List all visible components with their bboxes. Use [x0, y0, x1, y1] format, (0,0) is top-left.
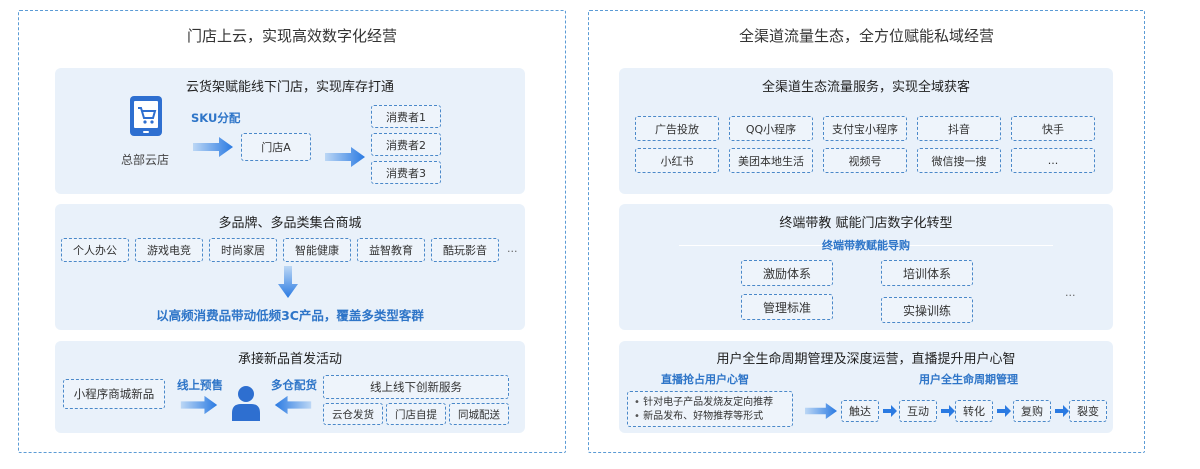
user-icon [232, 386, 260, 421]
arrow-right-icon [1055, 405, 1069, 417]
multi-brand-card: 多品牌、多品类集合商城 个人办公 游戏电竞 时尚家居 智能健康 益智教育 酷玩影… [55, 204, 525, 330]
terminal-training-subtitle: 终端带教赋能导购 [822, 239, 910, 252]
cloud-shelf-card: 云货架赋能线下门店，实现库存打通 总部云店 SKU分配 门店A 消费者1 消费者… [55, 68, 525, 194]
mini-program-box: 小程序商城新品 [63, 379, 165, 409]
warehouse-label: 多仓配货 [271, 378, 317, 392]
stage-box: 触达 [841, 400, 879, 422]
lifecycle-title: 用户全生命周期管理及深度运营，直播提升用户心智 [716, 352, 1016, 367]
bullet-item: 新品发布、好物推荐等形式 [634, 410, 786, 424]
category-box: 游戏电竞 [135, 238, 203, 262]
training-item-box: 管理标准 [741, 294, 833, 320]
left-panel-title: 门店上云，实现高效数字化经营 [186, 27, 397, 45]
right-panel-title: 全渠道流量生态，全方位赋能私域经营 [738, 27, 994, 45]
sku-allocation-label: SKU分配 [191, 111, 241, 125]
training-item-box: 培训体系 [881, 260, 973, 286]
live-streaming-label: 直播抢占用户心智 [661, 373, 749, 386]
stage-box: 复购 [1013, 400, 1051, 422]
channel-box: 视频号 [823, 148, 907, 173]
lifecycle-card: 用户全生命周期管理及深度运营，直播提升用户心智 直播抢占用户心智 用户全生命周期… [619, 341, 1113, 433]
category-box: 时尚家居 [209, 238, 277, 262]
channel-box: 快手 [1011, 116, 1095, 141]
phone-cart-icon [130, 96, 162, 136]
channel-box: 支付宝小程序 [823, 116, 907, 141]
terminal-training-title: 终端带教 赋能门店数字化转型 [779, 216, 953, 231]
stage-box: 互动 [899, 400, 937, 422]
terminal-training-card: 终端带教 赋能门店数字化转型 终端带教赋能导购 激励体系 培训体系 管理标准 实… [619, 204, 1113, 330]
training-ellipsis: ... [1065, 286, 1076, 299]
service-box: 云仓发货 [323, 403, 383, 425]
stage-box: 转化 [955, 400, 993, 422]
training-item-box: 实操训练 [881, 297, 973, 323]
category-box: 智能健康 [283, 238, 351, 262]
bullet-item: 针对电子产品发烧友定向推荐 [634, 396, 786, 410]
channel-box: 美团本地生活 [729, 148, 813, 173]
category-ellipsis: ... [507, 242, 518, 255]
arrow-right-icon [941, 405, 955, 417]
right-panel: 全渠道流量生态，全方位赋能私域经营 全渠道生态流量服务，实现全域获客 广告投放 … [588, 10, 1145, 453]
live-bullets-box: 针对电子产品发烧友定向推荐 新品发布、好物推荐等形式 [627, 391, 793, 427]
channel-box: 抖音 [917, 116, 1001, 141]
arrow-left-icon [274, 395, 312, 415]
cloud-shelf-title: 云货架赋能线下门店，实现库存打通 [185, 80, 394, 95]
channel-box: 小红书 [635, 148, 719, 173]
consumer-3-box: 消费者3 [371, 161, 441, 184]
arrow-down-icon [278, 266, 298, 298]
arrow-right-icon [805, 403, 837, 419]
multi-brand-title: 多品牌、多品类集合商城 [218, 216, 362, 231]
stage-box: 裂变 [1069, 400, 1107, 422]
consumer-2-box: 消费者2 [371, 133, 441, 156]
arrow-right-icon [193, 137, 233, 157]
left-panel: 门店上云，实现高效数字化经营 云货架赋能线下门店，实现库存打通 总部云店 SKU… [18, 10, 566, 453]
category-box: 个人办公 [61, 238, 129, 262]
arrow-right-icon [325, 147, 365, 167]
consumer-1-box: 消费者1 [371, 105, 441, 128]
omni-channel-title: 全渠道生态流量服务，实现全域获客 [761, 80, 970, 95]
divider [679, 245, 1053, 246]
category-box: 益智教育 [357, 238, 425, 262]
arrow-right-icon [997, 405, 1011, 417]
channel-box: 微信搜一搜 [917, 148, 1001, 173]
training-item-box: 激励体系 [741, 260, 833, 286]
presale-label: 线上预售 [177, 378, 223, 392]
service-box: 同城配送 [449, 403, 509, 425]
arrow-right-icon [883, 405, 897, 417]
channel-box: 广告投放 [635, 116, 719, 141]
lifecycle-label: 用户全生命周期管理 [919, 373, 1018, 386]
channel-box: ... [1011, 148, 1095, 173]
arrow-right-icon [180, 395, 218, 415]
hq-store-label: 总部云店 [121, 153, 170, 167]
multi-brand-tagline: 以高频消费品带动低频3C产品，覆盖多类型客群 [156, 308, 424, 323]
new-launch-title: 承接新品首发活动 [237, 352, 342, 367]
omni-channel-card: 全渠道生态流量服务，实现全域获客 广告投放 QQ小程序 支付宝小程序 抖音 快手… [619, 68, 1113, 194]
category-box: 酷玩影音 [431, 238, 499, 262]
store-a-box: 门店A [241, 133, 311, 161]
service-box: 门店自提 [386, 403, 446, 425]
channel-box: QQ小程序 [729, 116, 813, 141]
new-launch-card: 承接新品首发活动 小程序商城新品 线上预售 多仓配货 线上线下创新服务 云仓发货… [55, 341, 525, 433]
service-title-box: 线上线下创新服务 [323, 375, 509, 399]
